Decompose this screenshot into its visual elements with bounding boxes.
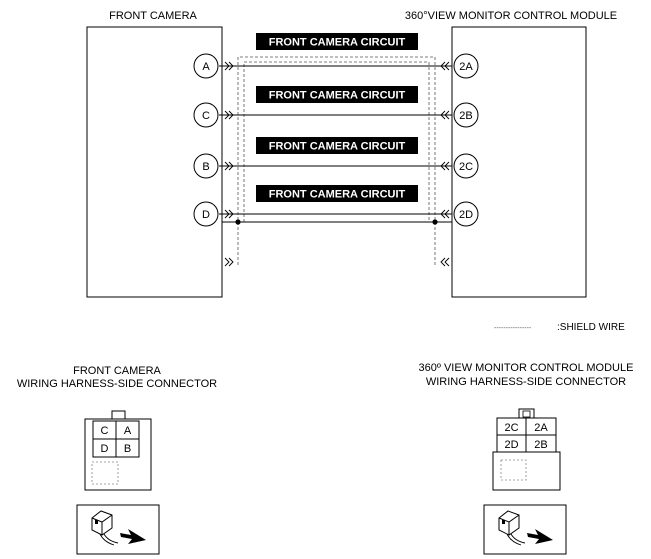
pin-2d-label: 2D [459,209,473,221]
pin-2a-label: 2A [459,61,473,73]
circuit-label-1: FRONT CAMERA CIRCUIT [269,37,406,49]
left-connector-title-1: FRONT CAMERA [73,365,161,377]
front-camera-title: FRONT CAMERA [109,10,197,22]
shield-legend-line: ---------------- [494,325,532,332]
circuit-label-2: FRONT CAMERA CIRCUIT [269,90,406,102]
right-cell-2b: 2B [534,439,547,451]
right-connector-title-1: 360º VIEW MONITOR CONTROL MODULE [419,362,634,374]
shield-legend-text: :SHIELD WIRE [557,322,625,333]
left-connector-title-2: WIRING HARNESS-SIDE CONNECTOR [17,378,217,390]
control-module-box [451,26,587,298]
circuit-label-3: FRONT CAMERA CIRCUIT [269,141,406,153]
left-view-direction-icon [76,504,160,555]
circuit-wires [219,65,452,223]
pin-b-label: B [202,161,209,173]
left-cell-d: D [101,443,109,455]
pin-2c-label: 2C [459,161,473,173]
pin-c-label: C [202,110,210,122]
pin-a-label: A [202,61,210,73]
pin-d-label: D [202,209,210,221]
right-cell-2d: 2D [504,439,518,451]
left-pins: A C B D [193,53,219,227]
shield-junction-right [432,219,438,225]
left-cell-b: B [124,443,131,455]
right-connector-title-2: WIRING HARNESS-SIDE CONNECTOR [426,376,626,388]
left-cell-c: C [101,425,109,437]
front-camera-connector: C A D B [84,410,152,491]
right-pins: 2A 2B 2C 2D [453,53,479,227]
control-module-title: 360°VIEW MONITOR CONTROL MODULE [405,10,617,22]
circuit-labels: FRONT CAMERA CIRCUIT FRONT CAMERA CIRCUI… [256,33,418,202]
left-cell-a: A [124,425,132,437]
front-camera-box [86,26,223,298]
right-cell-2a: 2A [534,422,548,434]
shield-junction-left [235,219,241,225]
control-module-connector: 2C 2A 2D 2B [492,408,561,491]
circuit-label-4: FRONT CAMERA CIRCUIT [269,189,406,201]
right-view-direction-icon [483,504,567,555]
right-cell-2c: 2C [504,422,518,434]
pin-2b-label: 2B [459,110,472,122]
